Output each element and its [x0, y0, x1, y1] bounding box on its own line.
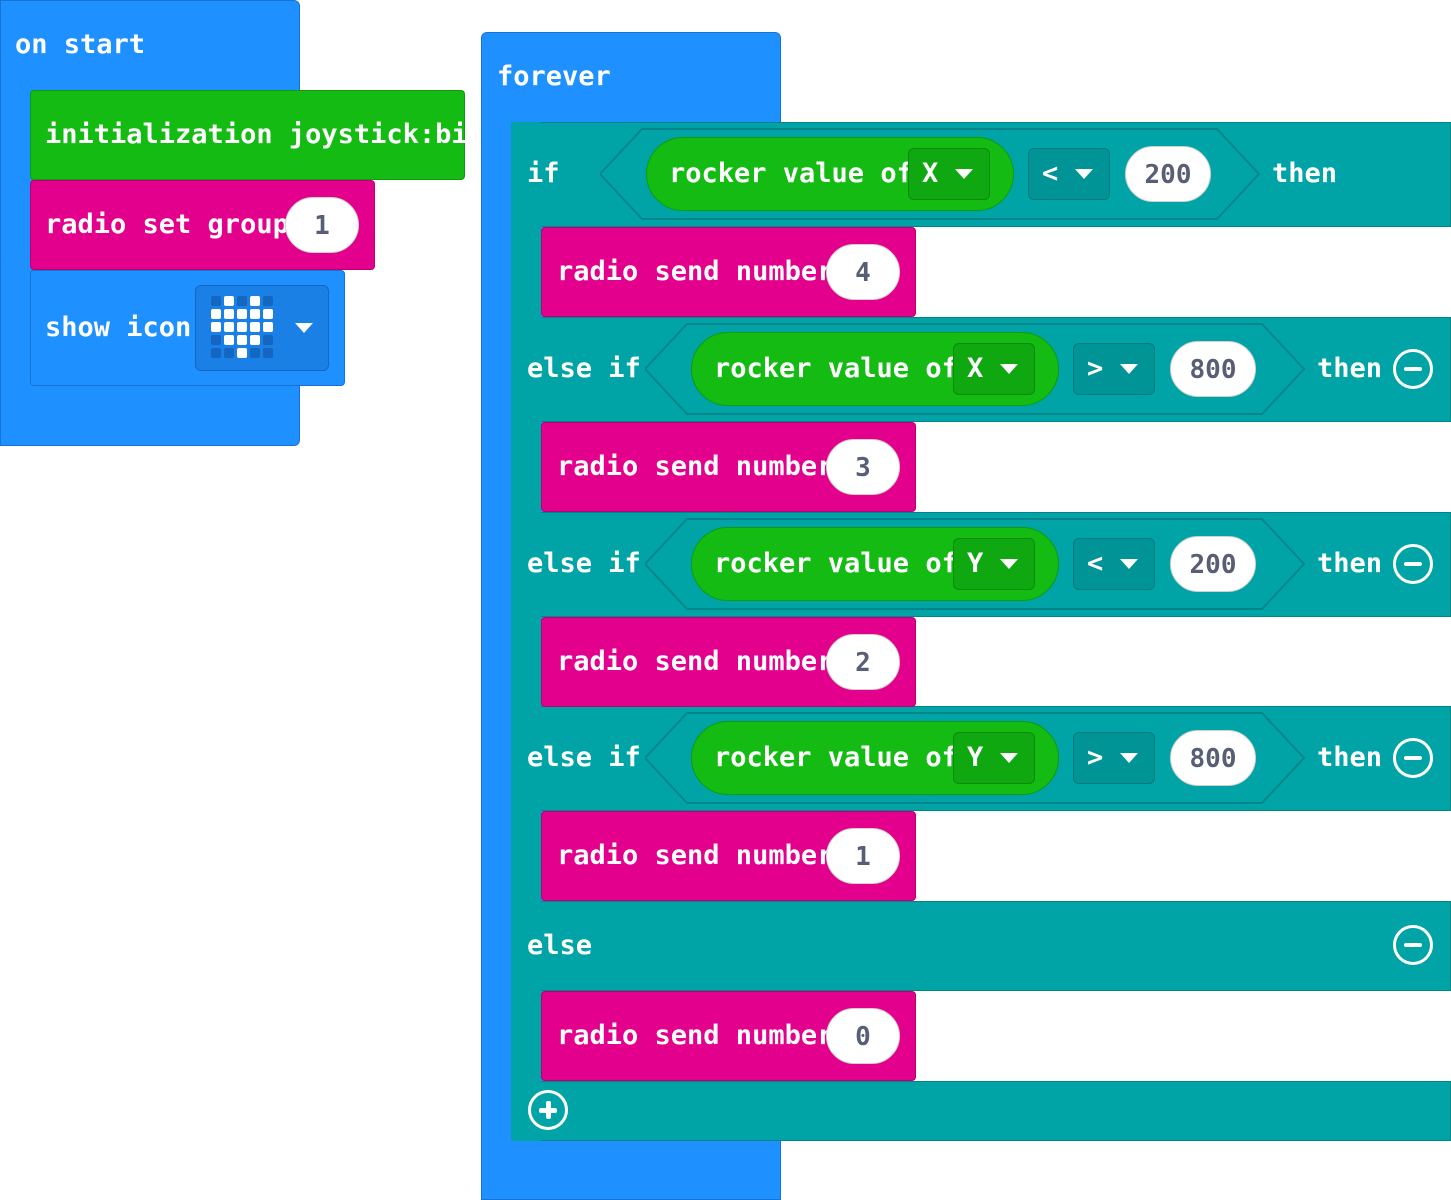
then-keyword: then	[1272, 158, 1338, 189]
axis-dropdown[interactable]	[953, 343, 1035, 395]
icon-led	[237, 322, 247, 332]
send-number-input[interactable]: 1	[826, 828, 900, 884]
radio-send-number-label: radio send number	[557, 451, 834, 482]
radio-send-number-label: radio send number	[557, 1020, 834, 1051]
if-block-else-row[interactable]	[511, 901, 1451, 991]
icon-led	[263, 296, 273, 306]
remove-else-icon[interactable]	[1393, 925, 1433, 965]
radio-send-number-label: radio send number	[557, 256, 834, 287]
then-keyword: then	[1317, 548, 1383, 579]
operator-dropdown[interactable]	[1073, 538, 1155, 590]
threshold-input[interactable]: 800	[1170, 341, 1256, 397]
icon-led	[211, 322, 221, 332]
chevron-down-icon	[295, 323, 313, 333]
on-start-label: on start	[15, 29, 146, 60]
chevron-down-icon	[1000, 559, 1018, 569]
remove-branch-icon[interactable]	[1393, 544, 1433, 584]
operator-dropdown[interactable]	[1073, 343, 1155, 395]
chevron-down-icon	[1000, 364, 1018, 374]
radio-group-input[interactable]: 1	[285, 197, 359, 253]
icon-led	[224, 309, 234, 319]
if-block-spine	[511, 122, 541, 1141]
icon-led	[211, 335, 221, 345]
icon-led	[263, 322, 273, 332]
send-number-input[interactable]: 3	[826, 439, 900, 495]
icon-led	[237, 348, 247, 358]
icon-led	[224, 296, 234, 306]
operator-value: <	[1087, 548, 1104, 579]
initialization-joystick-label: initialization joystick:bit	[45, 119, 484, 150]
icon-led	[237, 296, 247, 306]
radio-set-group-label: radio set group	[45, 209, 289, 240]
chevron-down-icon	[1120, 753, 1138, 763]
icon-led	[250, 335, 260, 345]
remove-branch-icon[interactable]	[1393, 738, 1433, 778]
icon-led	[224, 348, 234, 358]
icon-led	[224, 335, 234, 345]
else-if-keyword: else if	[527, 548, 641, 579]
icon-led	[211, 296, 221, 306]
axis-value: X	[922, 158, 939, 189]
chevron-down-icon	[1000, 753, 1018, 763]
rocker-value-label: rocker value of	[669, 158, 913, 189]
send-number-input[interactable]: 4	[826, 244, 900, 300]
icon-led	[224, 322, 234, 332]
axis-value: Y	[967, 742, 984, 773]
send-number-input[interactable]: 0	[826, 1008, 900, 1064]
icon-led	[250, 322, 260, 332]
icon-led	[263, 348, 273, 358]
then-keyword: then	[1317, 742, 1383, 773]
heart-icon	[211, 296, 273, 358]
threshold-input[interactable]: 200	[1125, 146, 1211, 202]
rocker-value-label: rocker value of	[714, 742, 958, 773]
rocker-value-label: rocker value of	[714, 353, 958, 384]
operator-dropdown[interactable]	[1073, 732, 1155, 784]
icon-led	[250, 348, 260, 358]
forever-label: forever	[497, 61, 611, 92]
remove-branch-icon[interactable]	[1393, 349, 1433, 389]
initialization-joystick-block[interactable]	[30, 90, 465, 180]
then-keyword: then	[1317, 353, 1383, 384]
operator-value: >	[1087, 353, 1104, 384]
radio-send-number-label: radio send number	[557, 840, 834, 871]
icon-led	[211, 348, 221, 358]
rocker-value-label: rocker value of	[714, 548, 958, 579]
chevron-down-icon	[1075, 169, 1093, 179]
operator-dropdown[interactable]	[1028, 148, 1110, 200]
show-icon-label: show icon	[45, 312, 192, 343]
radio-send-number-label: radio send number	[557, 646, 834, 677]
icon-led	[211, 309, 221, 319]
axis-dropdown[interactable]	[953, 538, 1035, 590]
icon-led	[250, 296, 260, 306]
add-branch-icon[interactable]	[528, 1090, 568, 1130]
icon-led	[263, 335, 273, 345]
icon-led	[237, 335, 247, 345]
chevron-down-icon	[1120, 364, 1138, 374]
axis-dropdown[interactable]	[953, 732, 1035, 784]
icon-led	[237, 309, 247, 319]
threshold-input[interactable]: 800	[1170, 730, 1256, 786]
else-if-keyword: else if	[527, 353, 641, 384]
chevron-down-icon	[1120, 559, 1138, 569]
chevron-down-icon	[955, 169, 973, 179]
icon-led	[250, 309, 260, 319]
operator-value: >	[1087, 742, 1104, 773]
else-if-keyword: else if	[527, 742, 641, 773]
send-number-input[interactable]: 2	[826, 634, 900, 690]
operator-value: <	[1042, 158, 1059, 189]
axis-value: Y	[967, 548, 984, 579]
axis-dropdown[interactable]	[908, 148, 990, 200]
axis-value: X	[967, 353, 984, 384]
else-keyword: else	[527, 930, 593, 961]
threshold-input[interactable]: 200	[1170, 536, 1256, 592]
if-block-footer[interactable]	[511, 1081, 1451, 1141]
if-keyword: if	[527, 158, 560, 189]
icon-led	[263, 309, 273, 319]
